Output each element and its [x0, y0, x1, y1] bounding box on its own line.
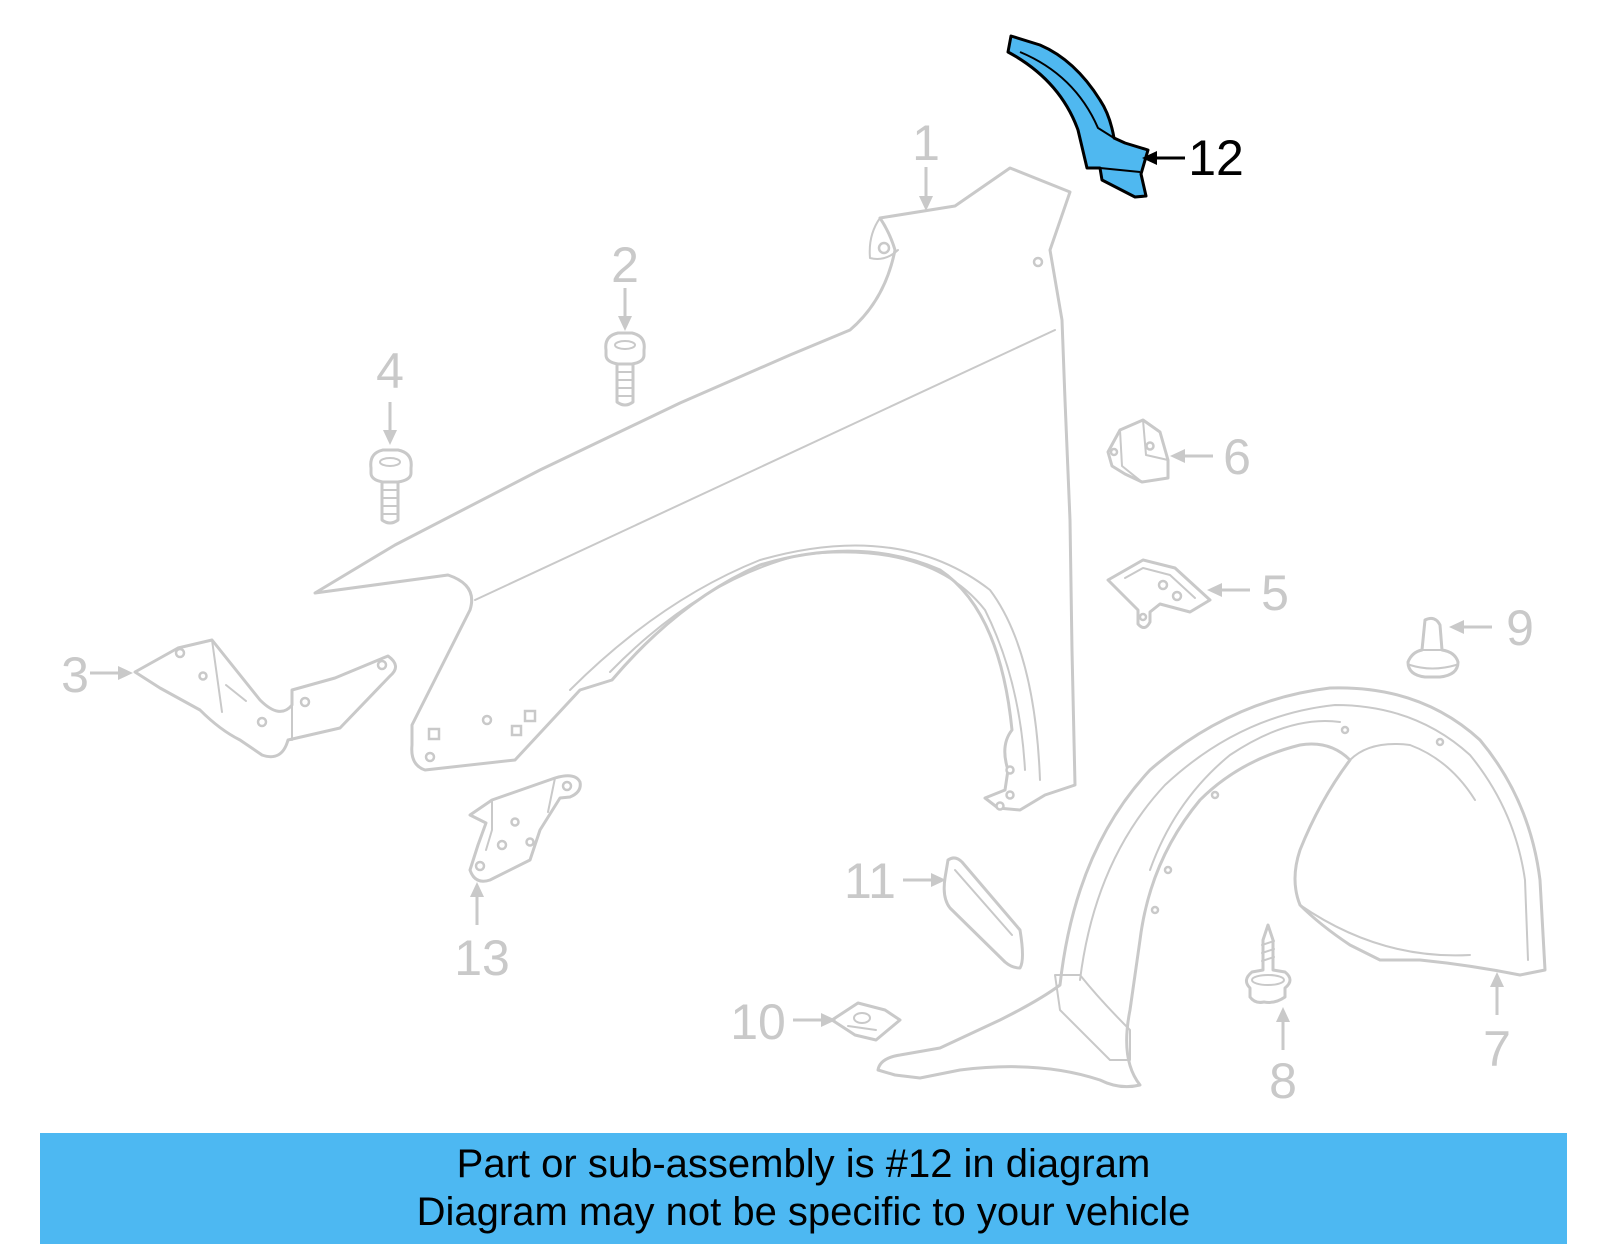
part-6-bracket[interactable] — [1106, 418, 1170, 484]
callout-13[interactable]: 13 — [454, 882, 510, 986]
part-9-clip[interactable] — [1406, 616, 1460, 679]
part-11-seal[interactable] — [942, 856, 1024, 970]
callout-5[interactable]: 5 — [1207, 565, 1289, 621]
callout-3[interactable]: 3 — [61, 647, 133, 703]
callout-8[interactable]: 8 — [1269, 1007, 1297, 1109]
callout-label-5: 5 — [1261, 565, 1289, 621]
callout-1[interactable]: 1 — [912, 115, 940, 211]
part-1-fender[interactable] — [313, 166, 1077, 812]
callout-label-10: 10 — [730, 994, 786, 1050]
callout-label-8: 8 — [1269, 1053, 1297, 1109]
callout-label-12: 12 — [1188, 130, 1244, 186]
part-7-fender-liner[interactable] — [876, 686, 1547, 1089]
callout-label-9: 9 — [1506, 600, 1534, 656]
callout-9[interactable]: 9 — [1449, 600, 1534, 656]
part-8-screw[interactable] — [1245, 923, 1292, 1004]
part-13-bracket[interactable] — [468, 774, 582, 883]
callout-11[interactable]: 11 — [844, 853, 946, 909]
callout-label-1: 1 — [912, 115, 940, 171]
callout-2[interactable]: 2 — [611, 237, 639, 331]
callout-label-13: 13 — [454, 930, 510, 986]
part-2-bolt[interactable] — [604, 331, 646, 407]
banner-line-disclaimer: Diagram may not be specific to your vehi… — [416, 1190, 1191, 1234]
callout-10[interactable]: 10 — [730, 994, 836, 1050]
part-5-bracket[interactable] — [1106, 558, 1212, 629]
banner-line-part: Part or sub-assembly is #12 in diagram — [456, 1142, 1151, 1186]
part-4-bolt[interactable] — [369, 448, 413, 525]
info-banner: Part or sub-assembly is #12 in diagram D… — [40, 1133, 1567, 1244]
callout-7[interactable]: 7 — [1483, 972, 1511, 1077]
callout-label-4: 4 — [376, 343, 404, 399]
callout-label-2: 2 — [611, 237, 639, 293]
callout-6[interactable]: 6 — [1170, 429, 1251, 485]
part-10-nut-clip[interactable] — [830, 1001, 902, 1042]
part-3-bracket[interactable] — [133, 638, 397, 759]
callout-label-11: 11 — [844, 853, 896, 909]
callout-label-7: 7 — [1483, 1021, 1511, 1077]
part-12-extension[interactable] — [1006, 34, 1150, 199]
callout-4[interactable]: 4 — [376, 343, 404, 445]
callout-label-6: 6 — [1223, 429, 1251, 485]
callout-label-3: 3 — [61, 647, 89, 703]
callout-12[interactable]: 12 — [1142, 130, 1244, 186]
